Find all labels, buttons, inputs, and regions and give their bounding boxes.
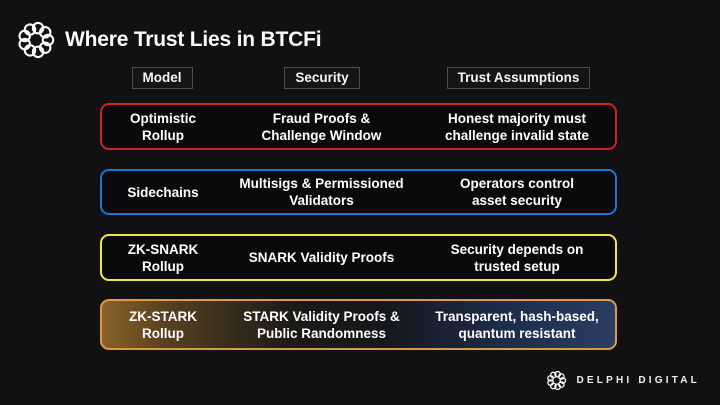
cell-trust: Transparent, hash-based, quantum resista…: [435, 308, 599, 341]
delphi-logo-icon: [16, 20, 56, 60]
column-headers: Model Security Trust Assumptions: [100, 67, 617, 89]
cell-trust: Security depends on trusted setup: [450, 241, 584, 274]
delphi-footer-logo-icon: [546, 370, 567, 391]
brand-header: Where Trust Lies in BTCFi: [16, 20, 322, 60]
cell-security: SNARK Validity Proofs: [248, 250, 395, 265]
cell-model: Optimistic Rollup: [129, 110, 196, 143]
table-row-sidechains: Sidechains Multisigs & Permissioned Vali…: [100, 169, 617, 215]
page-title: Where Trust Lies in BTCFi: [65, 28, 322, 51]
column-header-trust-assumptions: Trust Assumptions: [446, 67, 591, 89]
cell-security: Fraud Proofs & Challenge Window: [261, 110, 382, 143]
footer-brand-text: DELPHI DIGITAL: [576, 375, 700, 386]
column-header-security: Security: [284, 67, 360, 89]
table-row-optimistic-rollup: Optimistic Rollup Fraud Proofs & Challen…: [100, 103, 617, 150]
cell-model: ZK-STARK Rollup: [129, 308, 197, 341]
table-row-zk-stark-rollup: ZK-STARK Rollup STARK Validity Proofs & …: [100, 299, 617, 350]
cell-security: STARK Validity Proofs & Public Randomnes…: [243, 308, 400, 341]
cell-trust: Honest majority must challenge invalid s…: [444, 110, 590, 143]
table-row-zk-snark-rollup: ZK-SNARK Rollup SNARK Validity Proofs Se…: [100, 234, 617, 281]
cell-model: Sidechains: [127, 184, 199, 200]
cell-model: ZK-SNARK Rollup: [127, 241, 199, 274]
cell-security: Multisigs & Permissioned Validators: [239, 176, 404, 208]
column-header-model: Model: [131, 67, 193, 89]
footer-brand: DELPHI DIGITAL: [546, 370, 700, 391]
cell-trust: Operators control asset security: [459, 176, 575, 208]
